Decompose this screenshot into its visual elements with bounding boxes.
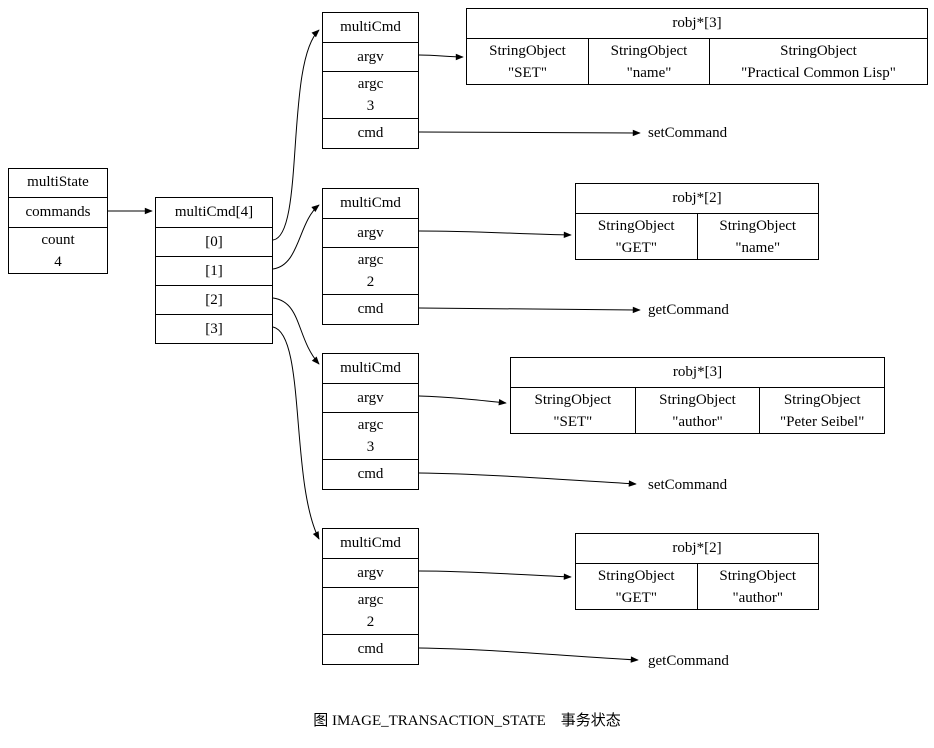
- multicmd-node-2: multiCmd argv argc 2 cmd: [322, 188, 419, 325]
- robj-cells: StringObject "GET" StringObject "author": [576, 563, 818, 609]
- multicmd-title: multiCmd: [340, 535, 401, 551]
- argc-label: argc: [357, 76, 384, 92]
- cmd-field: cmd: [323, 118, 418, 148]
- robj-table-title: robj*[3]: [672, 364, 723, 380]
- arrow-slot1-to-multicmd2: [272, 204, 320, 270]
- robj-cell: StringObject "SET": [467, 39, 588, 84]
- robj-cell-type: StringObject: [597, 568, 675, 584]
- robj-cell-type: StringObject: [534, 392, 612, 408]
- robj-cell: StringObject "Practical Common Lisp": [709, 39, 927, 84]
- multicmd-title: multiCmd: [340, 195, 401, 211]
- arrow-slot2-to-multicmd3: [272, 297, 320, 365]
- robj-table-1: robj*[3] StringObject "SET" StringObject…: [466, 8, 928, 85]
- command-ref-getcommand-1: getCommand: [648, 302, 729, 318]
- robj-cell-value: "name": [626, 65, 672, 81]
- argc-label: argc: [357, 252, 384, 268]
- robj-cell-value: "SET": [553, 414, 593, 430]
- array-slot-0: [0]: [156, 227, 272, 256]
- argc-field: argc 3: [323, 71, 418, 118]
- multistate-title: multiState: [27, 174, 89, 190]
- argc-label: argc: [357, 417, 384, 433]
- cmd-field: cmd: [323, 294, 418, 324]
- robj-cell-value: "author": [672, 414, 723, 430]
- arrow-cmd3-to-setcommand: [418, 472, 637, 487]
- robj-cell-type: StringObject: [659, 392, 736, 408]
- array-slot-2: [2]: [156, 285, 272, 314]
- argv-field: argv: [323, 42, 418, 71]
- robj-cell-type: StringObject: [780, 43, 857, 59]
- robj-cell: StringObject "author": [634, 388, 760, 433]
- argv-field: argv: [323, 558, 418, 587]
- robj-cell-value: "GET": [615, 590, 657, 606]
- argc-value: 3: [366, 98, 375, 114]
- command-ref-setcommand-2: setCommand: [648, 477, 728, 493]
- arrow-argv4-to-robj4: [418, 570, 572, 580]
- argc-field: argc 2: [323, 247, 418, 294]
- arrow-slot0-to-multicmd1: [272, 29, 320, 241]
- multistate-node: multiState commands count 4: [8, 168, 108, 274]
- argc-field: argc 2: [323, 587, 418, 634]
- robj-cell-value: "GET": [615, 240, 657, 256]
- robj-cell: StringObject "GET": [576, 564, 697, 609]
- robj-cells: StringObject "SET" StringObject "author"…: [511, 387, 884, 433]
- argv-field: argv: [323, 383, 418, 412]
- multistate-count-field: count 4: [9, 227, 107, 273]
- robj-cell-value: "Peter Seibel": [780, 414, 865, 430]
- robj-cells: StringObject "SET" StringObject "name" S…: [467, 38, 927, 84]
- robj-cell-type: StringObject: [783, 392, 861, 408]
- arrow-slot3-to-multicmd4: [272, 326, 320, 540]
- multicmd-node-4: multiCmd argv argc 2 cmd: [322, 528, 419, 665]
- multicmd-title: multiCmd: [340, 19, 401, 35]
- multicmd-node-1: multiCmd argv argc 3 cmd: [322, 12, 419, 149]
- robj-cell-value: "Practical Common Lisp": [741, 65, 896, 81]
- argc-label: argc: [357, 592, 384, 608]
- count-label: count: [41, 232, 75, 248]
- argc-value: 2: [366, 274, 375, 290]
- arrow-cmd1-to-setcommand: [418, 129, 641, 137]
- robj-table-2: robj*[2] StringObject "GET" StringObject…: [575, 183, 819, 260]
- argc-value: 2: [366, 614, 375, 630]
- multicmd-array-title: multiCmd[4]: [174, 204, 254, 220]
- robj-cell-value: "SET": [508, 65, 547, 81]
- argv-field: argv: [323, 218, 418, 247]
- robj-table-4: robj*[2] StringObject "GET" StringObject…: [575, 533, 819, 610]
- multistate-commands-field: commands: [9, 197, 107, 227]
- count-value: 4: [54, 254, 62, 270]
- robj-cell-value: "author": [732, 590, 784, 606]
- arrow-cmd2-to-getcommand: [418, 306, 641, 314]
- robj-cell-type: StringObject: [719, 218, 797, 234]
- robj-cell-type: StringObject: [489, 43, 566, 59]
- array-slot-3: [3]: [156, 314, 272, 343]
- arrow-argv2-to-robj2: [418, 230, 572, 239]
- robj-cell-type: StringObject: [610, 43, 688, 59]
- robj-table-title: robj*[2]: [672, 540, 722, 556]
- argc-field: argc 3: [323, 412, 418, 459]
- command-ref-setcommand-1: setCommand: [648, 125, 728, 141]
- argc-value: 3: [366, 439, 375, 455]
- robj-table-title: robj*[2]: [672, 190, 722, 206]
- robj-cell: StringObject "name": [588, 39, 709, 84]
- multicmd-node-3: multiCmd argv argc 3 cmd: [322, 353, 419, 490]
- robj-table-3: robj*[3] StringObject "SET" StringObject…: [510, 357, 885, 434]
- multicmd-title: multiCmd: [340, 360, 401, 376]
- robj-table-title: robj*[3]: [672, 15, 722, 31]
- robj-cell: StringObject "GET": [576, 214, 697, 259]
- robj-cell: StringObject "name": [696, 214, 819, 259]
- robj-cell: StringObject "SET": [511, 388, 635, 433]
- cmd-field: cmd: [323, 634, 418, 664]
- multicmd-array-node: multiCmd[4] [0] [1] [2] [3]: [155, 197, 273, 344]
- command-ref-getcommand-2: getCommand: [648, 653, 729, 669]
- robj-cell-value: "name": [735, 240, 781, 256]
- arrow-argv3-to-robj3: [418, 395, 507, 406]
- arrow-argv1-to-robj1: [418, 53, 464, 61]
- arrow-cmd4-to-getcommand: [418, 647, 639, 663]
- robj-cell-type: StringObject: [597, 218, 675, 234]
- figure-caption: 图 IMAGE_TRANSACTION_STATE 事务状态: [313, 713, 621, 729]
- array-slot-1: [1]: [156, 256, 272, 285]
- robj-cell: StringObject "author": [696, 564, 819, 609]
- cmd-field: cmd: [323, 459, 418, 489]
- robj-cells: StringObject "GET" StringObject "name": [576, 213, 818, 259]
- robj-cell: StringObject "Peter Seibel": [759, 388, 884, 433]
- robj-cell-type: StringObject: [719, 568, 797, 584]
